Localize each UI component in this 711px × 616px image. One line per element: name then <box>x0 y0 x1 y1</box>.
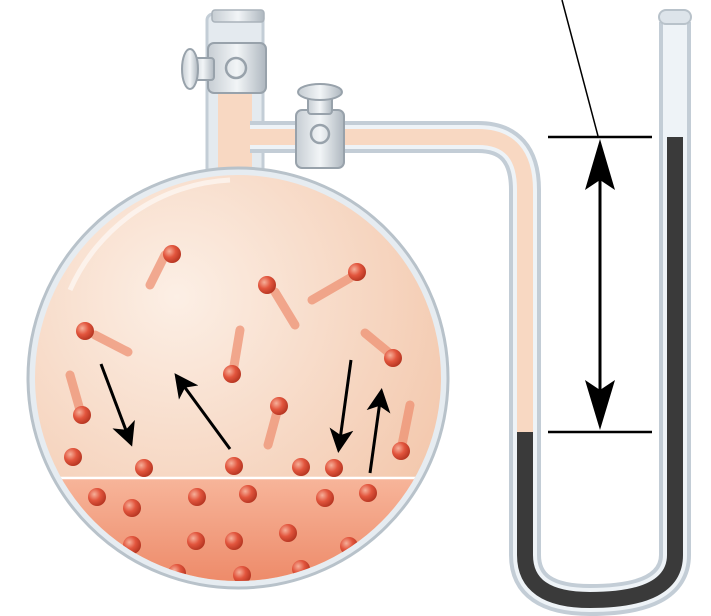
side-arm-stopcock <box>296 84 344 168</box>
liquid-molecule <box>316 489 334 507</box>
manometer-top-cap <box>659 10 691 24</box>
liquid-molecule <box>188 488 206 506</box>
height-difference-indicator <box>548 0 652 432</box>
flask-body <box>28 168 450 598</box>
liquid-molecule <box>279 524 297 542</box>
vapor-molecule <box>325 459 343 477</box>
liquid-molecule <box>88 488 106 506</box>
liquid-molecule <box>123 499 141 517</box>
vapor-molecule <box>225 457 243 475</box>
liquid-molecule <box>239 485 257 503</box>
vapor-molecule <box>359 484 377 502</box>
vapor-molecule <box>135 459 153 477</box>
neck-stopcock <box>182 43 266 93</box>
pointer-line <box>562 0 598 136</box>
liquid-molecule <box>187 532 205 550</box>
vapor-molecule <box>64 448 82 466</box>
flask-neck <box>207 10 264 194</box>
liquid-molecule <box>225 532 243 550</box>
vapor-molecule <box>292 458 310 476</box>
